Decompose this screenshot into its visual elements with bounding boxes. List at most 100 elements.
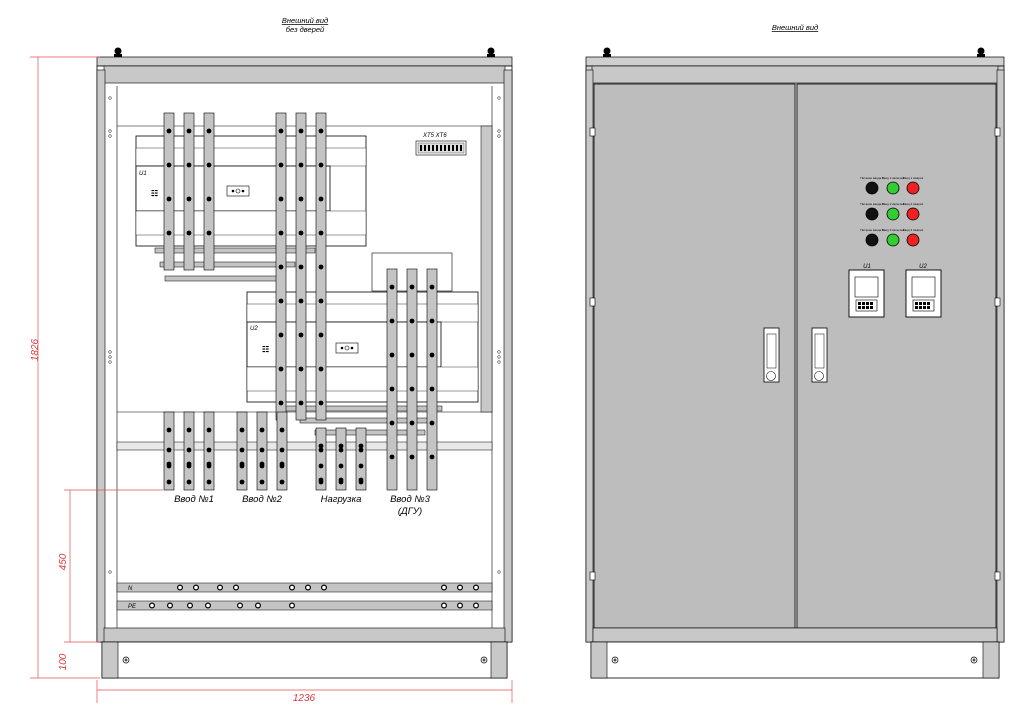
- bolt-hole: [298, 128, 304, 134]
- bolt-hole: [239, 463, 245, 469]
- bolt-hole: [318, 128, 324, 134]
- busbar-groups: [163, 112, 438, 491]
- indicator-lamp: [865, 233, 879, 247]
- busbar-pe: PE: [116, 600, 493, 611]
- busbar: [295, 112, 307, 421]
- bolt-hole: [166, 162, 172, 168]
- controller-u1-label: U1: [863, 264, 871, 270]
- busbar: [256, 411, 268, 491]
- bolt-hole: [259, 463, 265, 469]
- dimension-lines: 1826 450 100 1236: [30, 56, 513, 704]
- pe-bolt: [457, 602, 464, 609]
- n-bolt: [457, 584, 464, 591]
- door-handle-left[interactable]: [763, 327, 780, 383]
- bolt-hole: [389, 318, 395, 324]
- pe-bolt: [289, 602, 296, 609]
- busbar: [163, 112, 175, 271]
- bolt-hole: [279, 447, 285, 453]
- bolt-hole: [389, 454, 395, 460]
- svg-text:☷: ☷: [151, 189, 158, 198]
- busbar: [203, 112, 215, 271]
- bolt-hole: [338, 443, 344, 449]
- bolt-hole: [186, 196, 192, 202]
- door-left[interactable]: [593, 83, 796, 629]
- lifting-eye-right-left: [603, 47, 611, 57]
- bolt-hole: [166, 479, 172, 485]
- left-title-line2: без дверей: [286, 25, 325, 34]
- n-bolt: [193, 584, 200, 591]
- bolt-hole: [298, 162, 304, 168]
- pe-bolt: [255, 602, 262, 609]
- pe-bolt: [187, 602, 194, 609]
- bolt-hole: [166, 128, 172, 134]
- busbar: [315, 112, 327, 421]
- bolt-hole: [409, 420, 415, 426]
- bolt-hole: [429, 454, 435, 460]
- dim-height-total: 1826: [30, 338, 41, 361]
- bolt-hole: [278, 400, 284, 406]
- bolt-hole: [358, 463, 364, 469]
- bolt-hole: [206, 196, 212, 202]
- right-plinth: [590, 641, 1000, 679]
- bolt-hole: [318, 400, 324, 406]
- bolt-hole: [186, 128, 192, 134]
- bolt-hole: [298, 230, 304, 236]
- door-handle-right[interactable]: [811, 327, 828, 383]
- bolt-hole: [429, 420, 435, 426]
- bolt-hole: [206, 162, 212, 168]
- dim-width-total: 1236: [293, 693, 316, 704]
- mounting-holes: [108, 96, 501, 574]
- bolt-hole: [318, 332, 324, 338]
- right-title: Внешний вид: [772, 23, 818, 32]
- bolt-hole: [186, 463, 192, 469]
- left-bottom-rail: [103, 627, 506, 643]
- indicator-caption: Питание ввода 2: [860, 202, 884, 206]
- hinges: [589, 127, 1001, 581]
- door-right[interactable]: [796, 83, 997, 629]
- busbar-n-label: N: [128, 586, 133, 592]
- bolt-hole: [409, 318, 415, 324]
- bolt-hole: [298, 196, 304, 202]
- n-bolt: [473, 584, 480, 591]
- bolt-hole: [318, 162, 324, 168]
- indicator-caption: Ввод 1 включен: [882, 176, 904, 180]
- bolt-hole: [389, 386, 395, 392]
- bolt-hole: [278, 196, 284, 202]
- bolt-hole: [186, 479, 192, 485]
- bolt-hole: [278, 298, 284, 304]
- bolt-hole: [298, 332, 304, 338]
- lifting-eye-left: [114, 47, 122, 57]
- bolt-hole: [429, 352, 435, 358]
- right-panel: Внешний вид: [585, 23, 1005, 679]
- pe-bolt: [237, 602, 244, 609]
- bolt-hole: [318, 298, 324, 304]
- n-bolt: [305, 584, 312, 591]
- busbar: [163, 411, 175, 491]
- dim-height-450: 450: [58, 553, 69, 570]
- bolt-hole: [409, 284, 415, 290]
- bolt-hole: [239, 479, 245, 485]
- label-input-2: Ввод №2: [242, 494, 283, 505]
- indicator-caption: Ввод 2 включен: [882, 202, 904, 206]
- bolt-hole: [278, 128, 284, 134]
- bolt-hole: [279, 463, 285, 469]
- bolt-hole: [166, 427, 172, 433]
- pe-bolt: [149, 602, 156, 609]
- left-side-post-right: [503, 69, 513, 643]
- bolt-hole: [186, 447, 192, 453]
- bolt-hole: [206, 128, 212, 134]
- busbar: [183, 411, 195, 491]
- bolt-hole: [279, 427, 285, 433]
- bolt-hole: [206, 230, 212, 236]
- busbar: [183, 112, 195, 271]
- busbar: [203, 411, 215, 491]
- bolt-hole: [206, 463, 212, 469]
- busbar-links: [154, 247, 443, 436]
- indicator-caption: Ввод 3 включен: [882, 228, 904, 232]
- bolt-hole: [389, 352, 395, 358]
- indicator-caption: Ввод 2 Авария: [903, 202, 924, 206]
- bolt-hole: [409, 352, 415, 358]
- n-bolt: [233, 584, 240, 591]
- indicator-lamp: [886, 207, 900, 221]
